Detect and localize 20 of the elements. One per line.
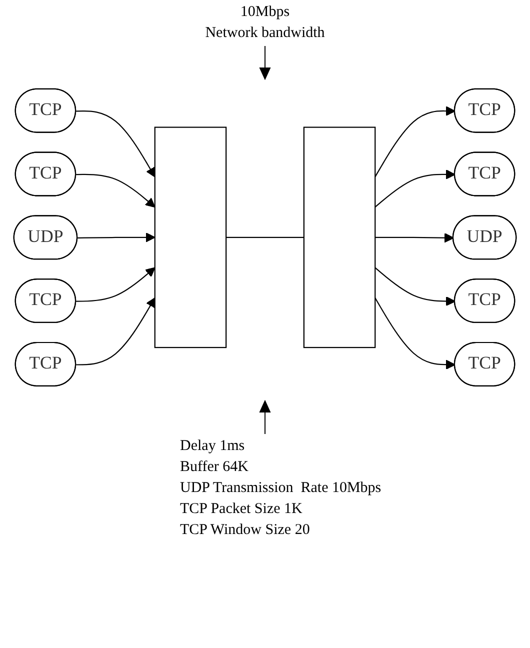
arrow [374,267,456,306]
arrow [78,232,156,242]
arrow [374,106,456,178]
parameter-label: UDP Transmission Rate 10Mbps [180,480,382,496]
parameter-label: Buffer 64K [180,458,248,475]
arrow [76,267,156,302]
parameter-label: TCP Window Size 20 [180,522,310,538]
arrow [76,174,156,208]
arrow [375,232,454,243]
arrow [374,298,456,370]
arrow [76,110,156,178]
node-bar [154,126,227,348]
arrow [76,298,156,366]
parameter-label: 10Mbps [240,4,290,20]
arrow [374,170,456,208]
parameter-label: Network bandwidth [205,25,325,41]
connector [226,236,304,238]
parameter-label: Delay 1ms [180,438,245,454]
node-bar [303,126,376,348]
parameter-label: TCP Packet Size 1K [180,500,302,517]
